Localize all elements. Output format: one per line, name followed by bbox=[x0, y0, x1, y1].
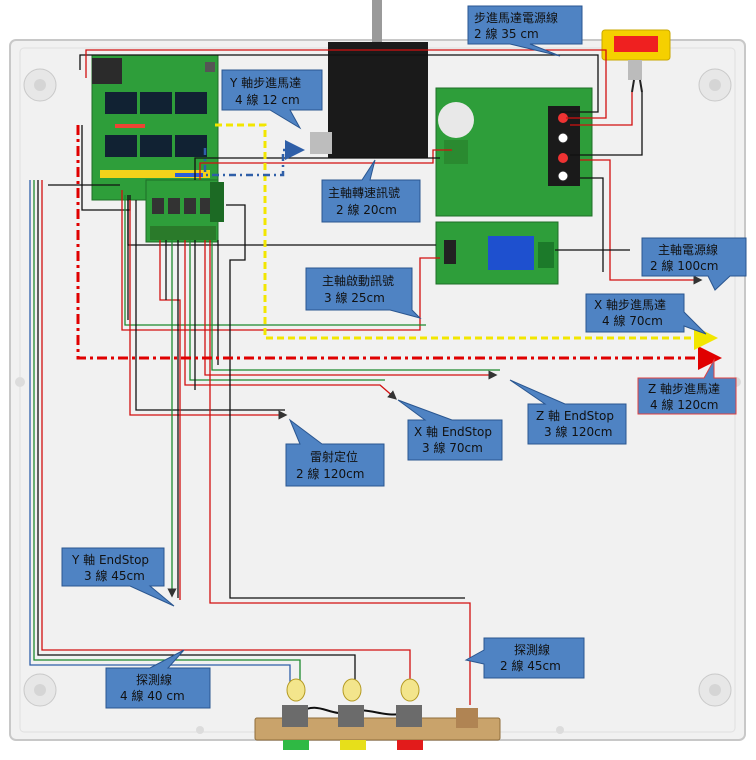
callout-y-stepper: Y 軸步進馬達 4 線 12 cm bbox=[221, 69, 323, 130]
callout-spindle-speed: 主軸轉速訊號 2 線 20cm bbox=[321, 159, 421, 223]
callout-stepper-power: 步進馬達電源線 2 線 35 cm bbox=[467, 5, 583, 57]
callout-probe-large-line1: 探測線 bbox=[136, 672, 172, 687]
stepper-motor bbox=[310, 0, 428, 158]
callout-x-endstop: X 軸 EndStop 3 線 70cm bbox=[397, 399, 503, 461]
cnc-controller-board bbox=[91, 54, 224, 243]
speed-controller-board bbox=[435, 87, 593, 217]
mounting-holes bbox=[15, 68, 741, 734]
callout-spindle-power-line1: 主軸電源線 bbox=[658, 242, 718, 257]
callout-stepper-power-line1: 步進馬達電源線 bbox=[474, 10, 558, 25]
relay-board bbox=[435, 221, 559, 285]
callout-z-stepper-line2: 4 線 120cm bbox=[650, 397, 718, 412]
callout-laser-line2: 2 線 120cm bbox=[296, 466, 364, 481]
callout-spindle-power: 主軸電源線 2 線 100cm bbox=[641, 237, 747, 291]
callout-probe-small-line1: 探測線 bbox=[514, 642, 550, 657]
callout-z-endstop-line1: Z 軸 EndStop bbox=[536, 409, 614, 423]
callout-probe-large-line2: 4 線 40 cm bbox=[120, 688, 185, 703]
callout-z-endstop-line2: 3 線 120cm bbox=[544, 424, 612, 439]
callout-z-stepper: Z 軸步進馬達 4 線 120cm bbox=[637, 358, 737, 415]
callout-x-endstop-line1: X 軸 EndStop bbox=[414, 425, 492, 439]
callout-spindle-start-line1: 主軸啟動訊號 bbox=[322, 273, 394, 288]
callout-y-stepper-line1: Y 軸步進馬達 bbox=[229, 76, 301, 90]
callout-x-stepper: X 軸步進馬達 4 線 70cm bbox=[585, 293, 707, 335]
callout-probe-small: 探測線 2 線 45cm bbox=[464, 637, 585, 679]
callout-probe-large: 探測線 4 線 40 cm bbox=[105, 649, 211, 709]
callout-x-endstop-line2: 3 線 70cm bbox=[422, 440, 483, 455]
indicator-led-panel bbox=[254, 678, 501, 750]
callout-stepper-power-line2: 2 線 35 cm bbox=[474, 26, 539, 41]
callout-probe-small-line2: 2 線 45cm bbox=[500, 658, 561, 673]
callout-spindle-speed-line2: 2 線 20cm bbox=[336, 202, 397, 217]
motor-cable-arrows bbox=[76, 123, 722, 370]
callout-z-stepper-line1: Z 軸步進馬達 bbox=[648, 382, 720, 396]
wiring bbox=[29, 49, 703, 716]
callout-z-endstop: Z 軸 EndStop 3 線 120cm bbox=[509, 379, 627, 445]
callout-y-endstop-line2: 3 線 45cm bbox=[84, 568, 145, 583]
callout-x-stepper-line2: 4 線 70cm bbox=[602, 313, 663, 328]
callout-y-endstop-line1: Y 軸 EndStop bbox=[71, 553, 149, 567]
callout-spindle-speed-line1: 主軸轉速訊號 bbox=[328, 185, 400, 200]
callout-spindle-start-line2: 3 線 25cm bbox=[324, 290, 385, 305]
callout-spindle-power-line2: 2 線 100cm bbox=[650, 258, 718, 273]
callout-x-stepper-line1: X 軸步進馬達 bbox=[594, 298, 666, 312]
callout-laser-line1: 雷射定位 bbox=[310, 449, 358, 464]
callout-laser: 雷射定位 2 線 120cm bbox=[285, 418, 385, 487]
callout-spindle-start: 主軸啟動訊號 3 線 25cm bbox=[305, 267, 422, 319]
callout-y-stepper-line2: 4 線 12 cm bbox=[235, 92, 300, 107]
callout-y-endstop: Y 軸 EndStop 3 線 45cm bbox=[61, 547, 175, 607]
power-switch bbox=[601, 29, 671, 93]
